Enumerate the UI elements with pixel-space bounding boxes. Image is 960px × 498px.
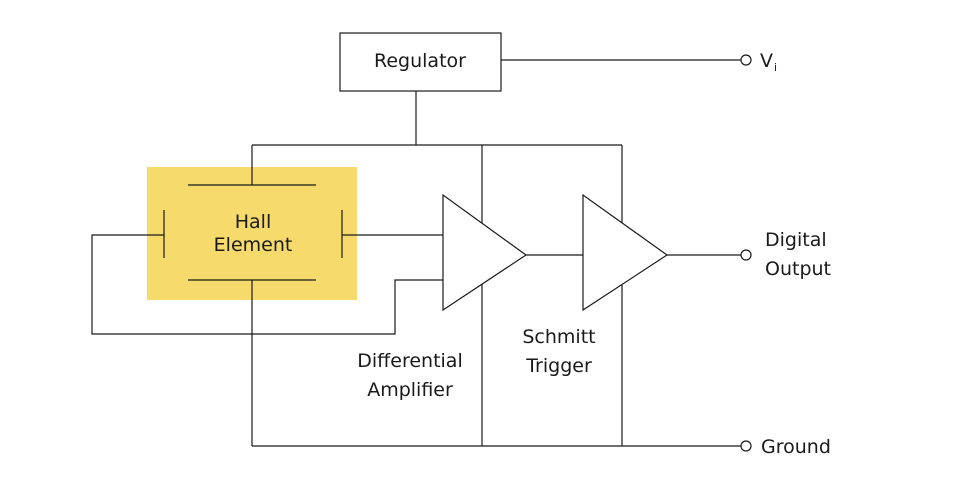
digital-output-label-line1: Digital	[765, 229, 827, 251]
hall-element-block	[147, 167, 357, 300]
differential-amplifier-symbol	[442, 193, 528, 312]
digital-output-terminal	[740, 249, 752, 261]
hall-element-label-line1: Hall	[235, 211, 272, 233]
regulator-label: Regulator	[374, 50, 466, 72]
schmitt-trigger-label-line1: Schmitt	[522, 326, 595, 348]
differential-amplifier-label-line2: Amplifier	[367, 379, 453, 401]
wiring	[91, 59, 741, 447]
vi-terminal	[740, 54, 752, 66]
vi-label: Vi	[760, 50, 777, 74]
differential-amplifier-label-line1: Differential	[357, 350, 462, 372]
hall-element-plates	[163, 184, 343, 281]
wire-hall-left-amp	[91, 234, 443, 335]
regulator-block	[339, 32, 502, 92]
hall-element-label-line2: Element	[214, 234, 293, 256]
schmitt-trigger-label-line2: Trigger	[525, 355, 592, 377]
schmitt-trigger-symbol	[582, 193, 669, 312]
ground-terminal	[740, 440, 752, 452]
digital-output-label-line2: Output	[765, 258, 831, 280]
ground-label: Ground	[761, 436, 831, 458]
vi-label-main: V	[760, 50, 773, 72]
vi-label-subscript: i	[774, 61, 777, 74]
